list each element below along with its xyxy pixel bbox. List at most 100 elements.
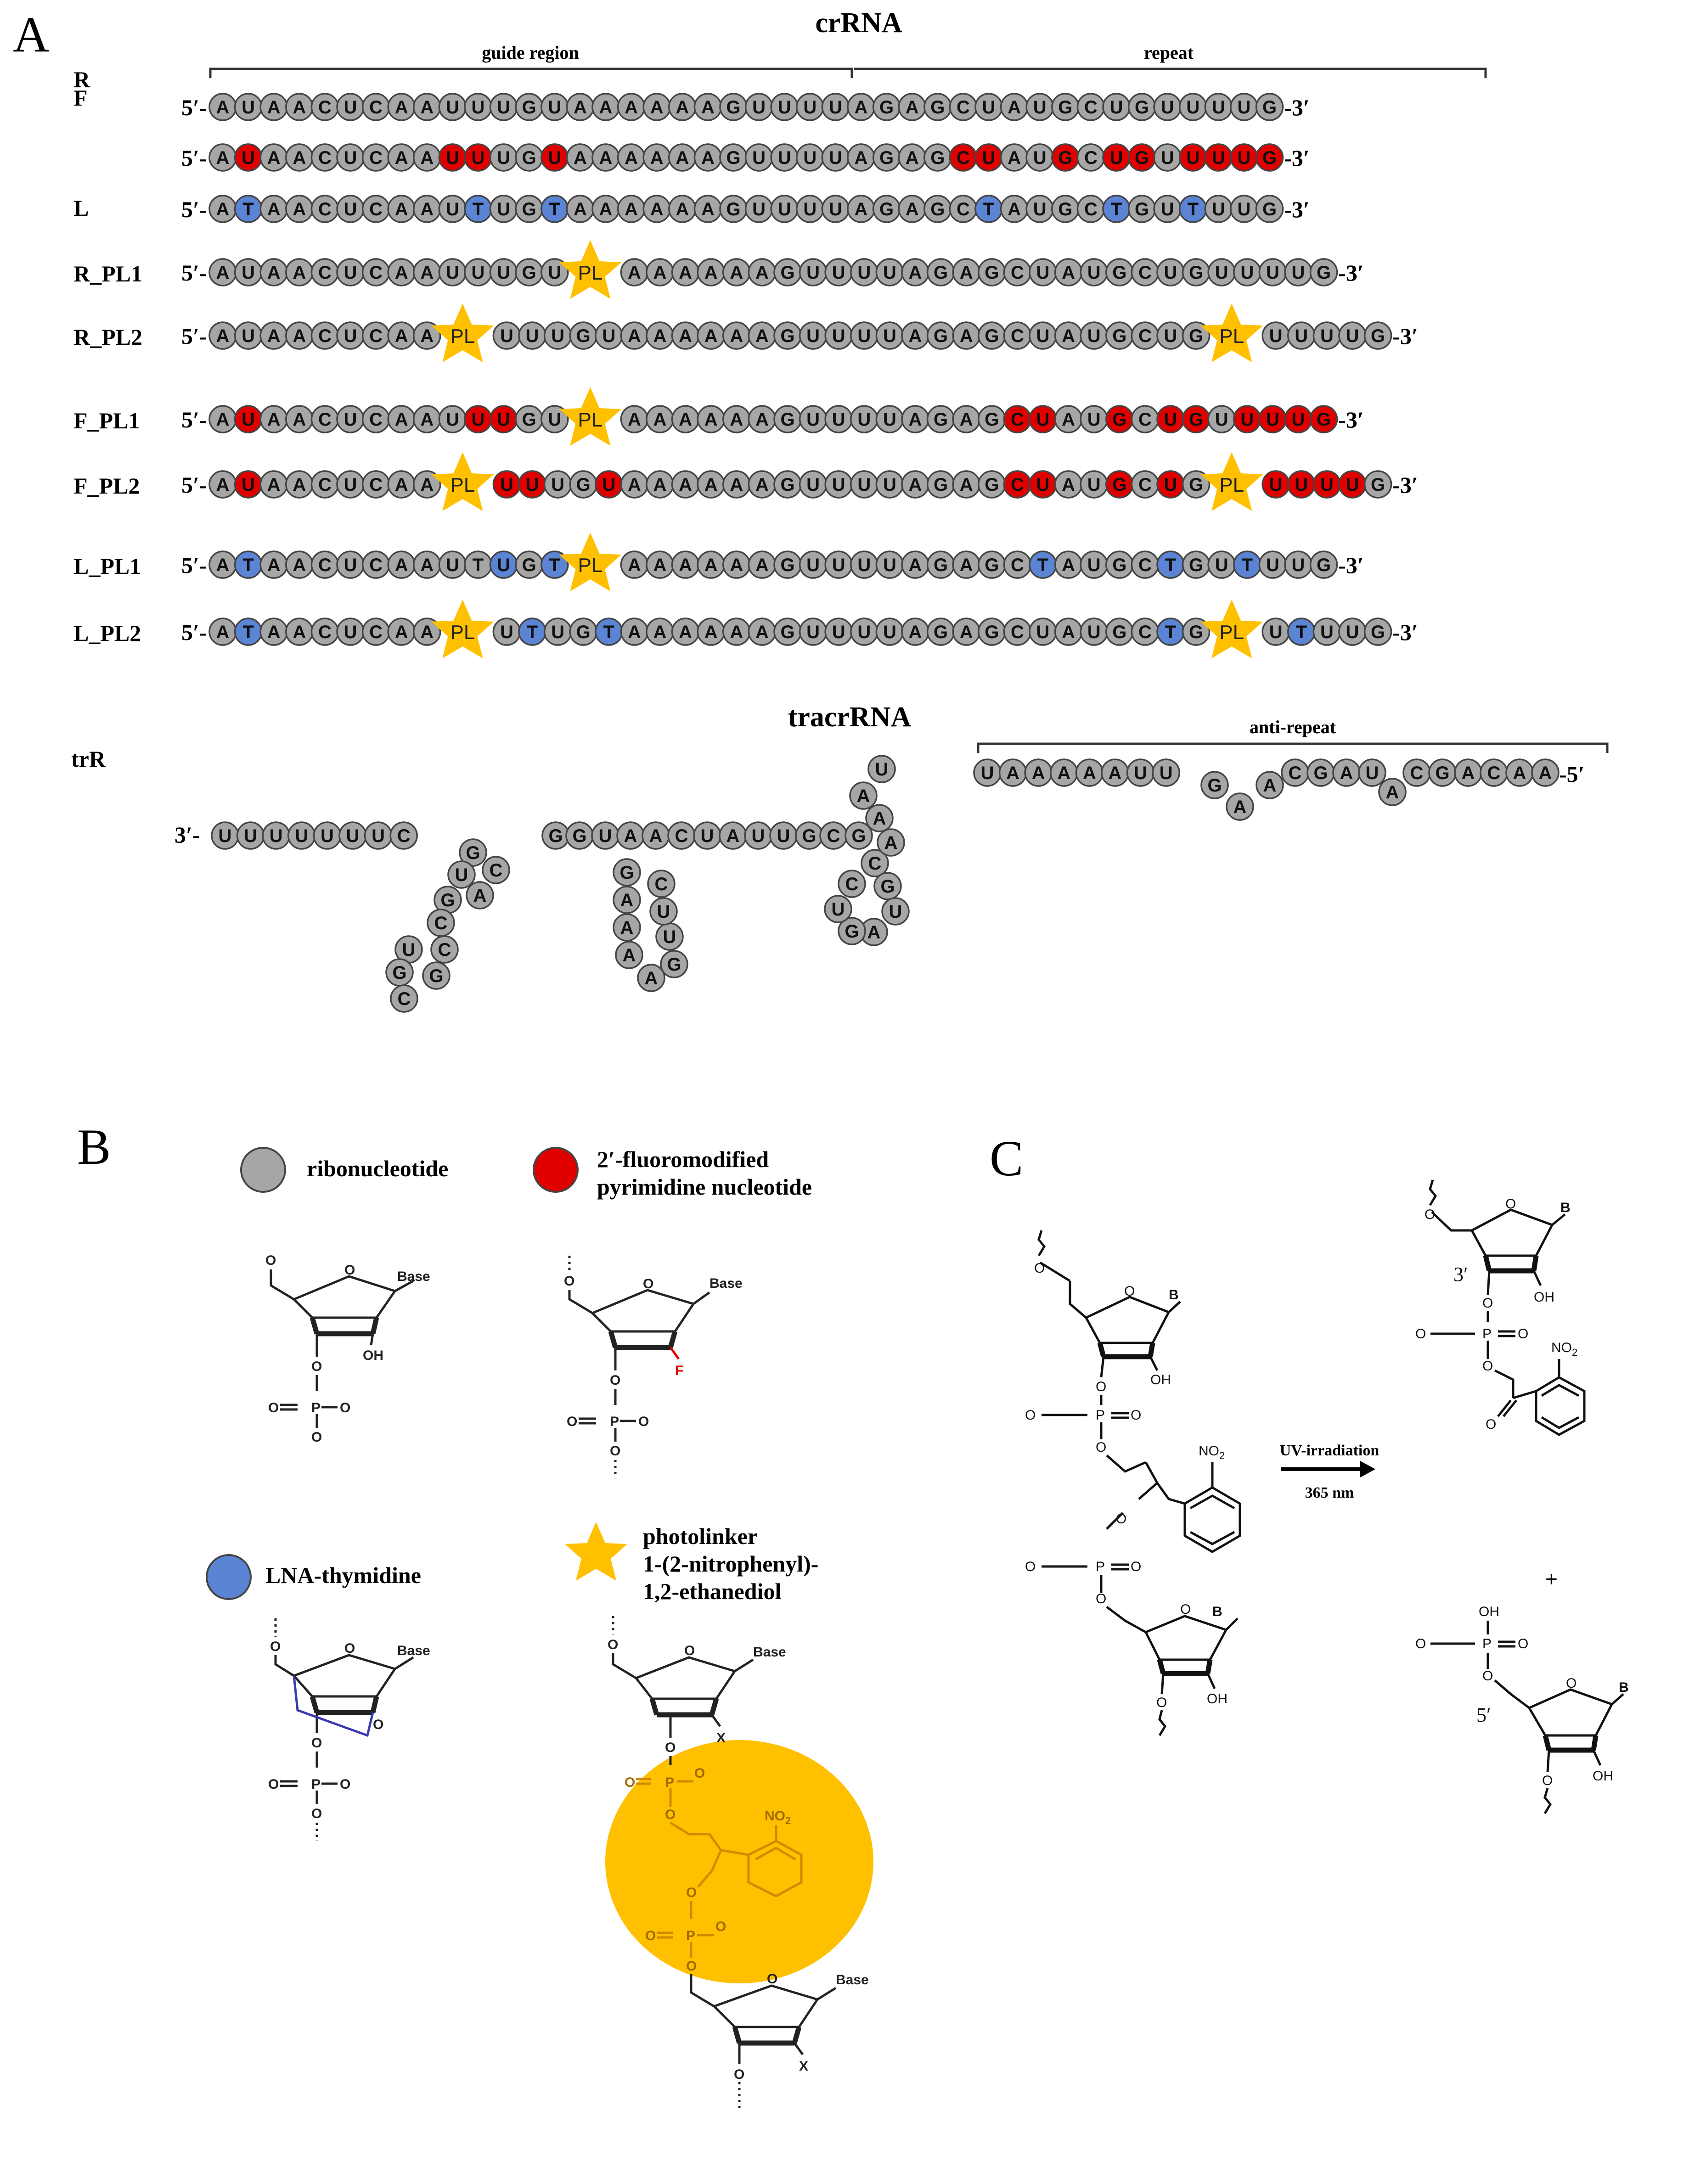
tracr-nucleotide: A [615, 941, 643, 969]
nucleotide-letter: G [1189, 410, 1203, 430]
nucleotide: U [821, 195, 850, 223]
nucleotide-letter: U [1266, 555, 1279, 575]
nucleotide: U [1261, 321, 1290, 350]
nucleotide: A [387, 258, 416, 286]
nucleotide-letter: A [1062, 410, 1075, 430]
nucleotide-letter: U [446, 148, 459, 168]
nucleotide: A [285, 195, 314, 223]
nucleotide-letter: A [679, 555, 692, 575]
nucleotide: G [773, 550, 802, 579]
tracr-nucleotide: C [647, 870, 676, 898]
nucleotide: U [770, 93, 799, 121]
nucleotide: C [361, 405, 390, 433]
lna-o-top: O [270, 1639, 281, 1654]
c-left-b1: B [1169, 1287, 1179, 1303]
nucleotide: U [1312, 470, 1341, 499]
nucleotide: U [492, 321, 521, 350]
nucleotide-letter: A [216, 97, 230, 118]
photolinker-star-icon: PL [1200, 600, 1263, 658]
nucleotide: A [646, 618, 674, 646]
nucleotide: U [1284, 405, 1312, 433]
nucleotide: A [620, 470, 649, 499]
nucleotide: A [208, 470, 237, 499]
nucleotide-letter: U [657, 902, 670, 922]
nucleotide-letter: G [780, 326, 794, 346]
c-left-p1: P [1096, 1408, 1105, 1423]
c-left-oh1: OH [1150, 1372, 1171, 1387]
nucleotide-letter: A [650, 148, 664, 168]
nucleotide: U [1179, 143, 1207, 172]
tracr-nucleotide: C [1281, 758, 1309, 787]
nucleotide-letter: A [293, 555, 306, 575]
nucleotide-letter: A [216, 555, 230, 575]
tracr-nucleotide: A [466, 881, 494, 910]
nucleotide: G [1182, 470, 1211, 499]
nucleotide-letter: U [883, 475, 896, 495]
repeat-label: repeat [1144, 42, 1194, 63]
nucleotide-letter: U [1212, 97, 1225, 118]
nucleotide-letter: A [704, 475, 718, 495]
nucleotide-letter: U [446, 555, 459, 575]
nucleotide: A [285, 321, 314, 350]
nucleotide-letter: A [755, 326, 769, 346]
nucleotide-letter: G [934, 263, 948, 283]
nucleotide: G [1363, 618, 1392, 646]
nucleotide: A [259, 195, 288, 223]
nucleotide-letter: A [679, 410, 692, 430]
nucleotide-letter: U [883, 326, 896, 346]
nucleotide-circle [838, 917, 866, 945]
nucleotide-letter: A [676, 148, 689, 168]
panel-c-left-molecule [1037, 1230, 1241, 1736]
nucleotide-letter: A [906, 97, 919, 118]
nucleotide-circle [466, 881, 494, 910]
photolinker-label: PL [450, 325, 475, 348]
nucleotide-letter: C [1084, 148, 1098, 168]
nucleotide: A [898, 93, 926, 121]
nucleotide: U [875, 550, 904, 579]
c-rb-o3: O [1482, 1668, 1493, 1684]
tracr-nucleotide: U [1126, 758, 1155, 787]
tracr-nucleotide: A [1531, 758, 1560, 787]
tracr-nucleotide: G [1428, 758, 1457, 787]
nucleotide: U [595, 470, 623, 499]
nucleotide-letter: A [574, 199, 587, 219]
nucleotide: U [1156, 321, 1185, 350]
nucleotide-letter: A [293, 410, 306, 430]
guide-region-label: guide region [482, 42, 579, 63]
nucleotide-letter: G [1317, 555, 1331, 575]
nucleotide: A [620, 321, 649, 350]
tracr-nucleotide: U [1152, 758, 1180, 787]
nucleotide: G [923, 143, 952, 172]
nucleotide-letter: C [1138, 263, 1152, 283]
pl-p1: P [665, 1775, 674, 1790]
tracr-nucleotide: G [795, 821, 823, 850]
tracr-nucleotide: A [1378, 778, 1407, 806]
nucleotide-letter: A [909, 326, 922, 346]
nucleotide-letter: U [548, 263, 561, 283]
nucleotide-letter: A [293, 263, 306, 283]
nucleotide-letter: U [1212, 148, 1225, 168]
fluoro-p: P [610, 1414, 619, 1429]
nucleotide-letter: A [1539, 763, 1552, 783]
c-rt-o5: O [1482, 1359, 1493, 1374]
c-left-b2: B [1212, 1604, 1222, 1619]
nucleotide-letter: U [1238, 148, 1251, 168]
tracr-nucleotide: U [649, 897, 678, 926]
nucleotide-letter: A [267, 148, 281, 168]
c-rb-o4: O [1542, 1773, 1553, 1788]
nucleotide: U [1029, 470, 1057, 499]
nucleotide-letter: A [730, 263, 743, 283]
nucleotide: U [744, 93, 773, 121]
tracr-nucleotide: A [1101, 758, 1129, 787]
nucleotide-letter: G [934, 326, 948, 346]
nucleotide-letter: C [1011, 555, 1024, 575]
nucleotide-letter: U [832, 475, 845, 495]
nucleotide: U [1025, 195, 1054, 223]
three-prime-label: -3′ [1392, 619, 1418, 645]
nucleotide-letter: C [369, 555, 383, 575]
nucleotide-letter: U [344, 97, 357, 118]
nucleotide-letter: A [704, 410, 718, 430]
nucleotide: U [824, 405, 853, 433]
nucleotide-letter: A [599, 148, 613, 168]
nucleotide: U [492, 470, 521, 499]
